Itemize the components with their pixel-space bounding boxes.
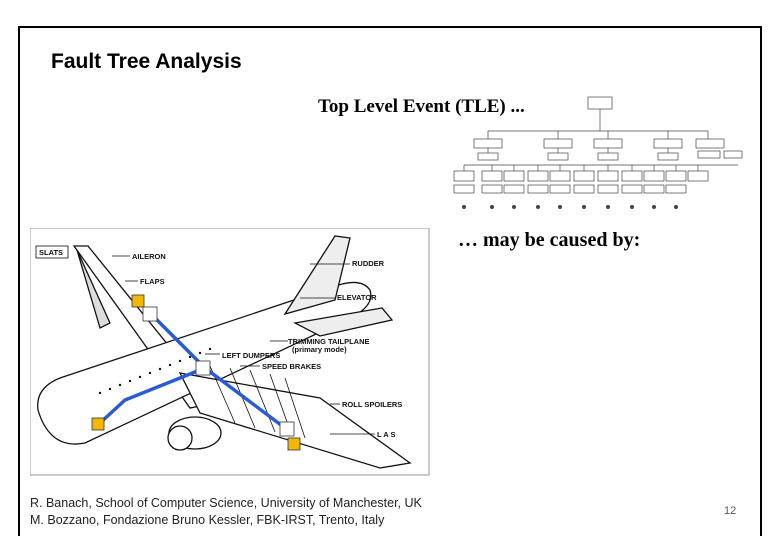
aileron-label: AILERON: [132, 252, 166, 261]
flaps-label: FLAPS: [140, 277, 165, 286]
slide-frame: [18, 26, 762, 536]
elevator-label: ELEVATOR: [337, 293, 377, 302]
left-dumpers-label: LEFT DUMPERS: [222, 351, 280, 360]
las-label: L A S: [377, 430, 395, 439]
primary-mode-label: (primary mode): [292, 345, 347, 354]
footer-line-2: M. Bozzano, Fondazione Bruno Kessler, FB…: [30, 513, 385, 527]
caused-by-heading: … may be caused by:: [458, 229, 641, 251]
fault-tree-diagram: [453, 96, 743, 209]
footer-authors: R. Banach, School of Computer Science, U…: [30, 495, 422, 529]
footer-line-1: R. Banach, School of Computer Science, U…: [30, 496, 422, 510]
slide-number: 12: [724, 505, 737, 517]
tle-heading: Top Level Event (TLE) ...: [318, 96, 525, 117]
trimming-tailplane-label: TRIMMING TAILPLANE: [288, 337, 370, 346]
roll-spoilers-label: ROLL SPOILERS: [342, 400, 402, 409]
slide-title: Fault Tree Analysis: [51, 50, 242, 73]
aircraft-diagram: SLATS AILERON FLAPS RUDDER ELEVATOR TRIM…: [30, 228, 430, 476]
slats-label: SLATS: [39, 248, 63, 257]
speed-brakes-label: SPEED BRAKES: [262, 362, 321, 371]
rudder-label: RUDDER: [352, 259, 385, 268]
